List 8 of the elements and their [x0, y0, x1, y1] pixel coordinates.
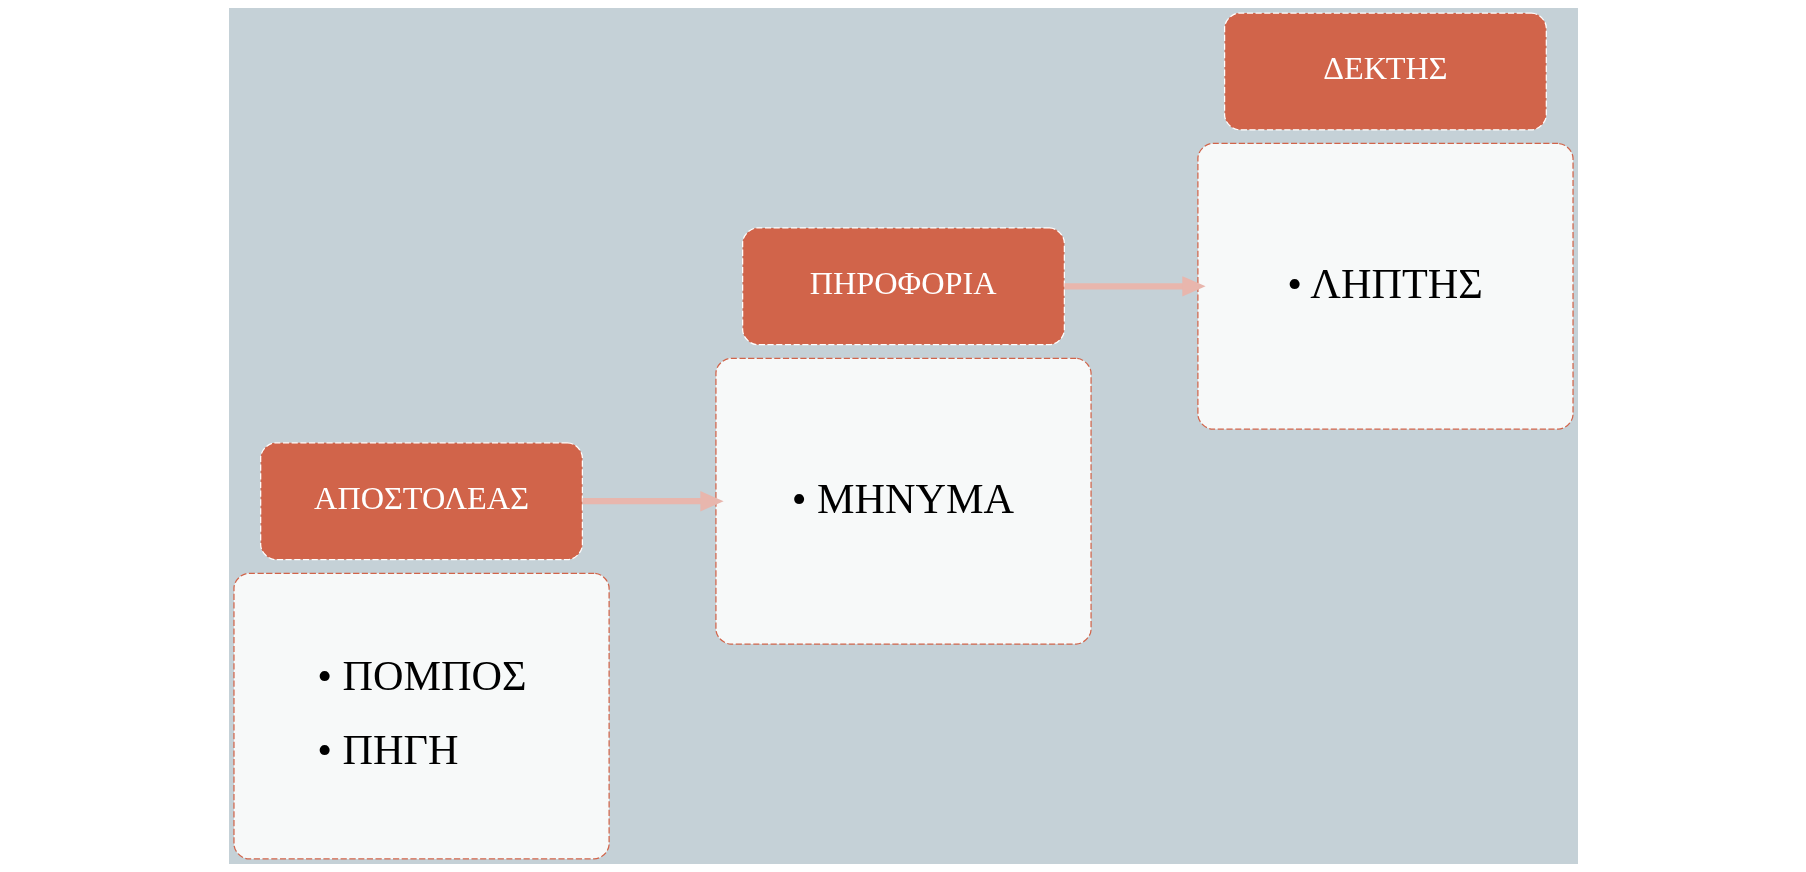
node-box: • ΜΗΝΥΜΑ	[714, 357, 1092, 645]
node-box: ΔΕΚΤΗΣ	[1223, 12, 1547, 131]
arrow	[581, 491, 724, 512]
node-box: ΠΗΡΟΦΟΡΙΑ	[741, 227, 1065, 346]
node-box: • ΛΗΠΤΗΣ	[1196, 142, 1574, 430]
node-box: • ΠΟΜΠΟΣ • ΠΗΓΗ	[232, 572, 610, 860]
arrow	[1063, 276, 1206, 297]
node-box: ΑΠΟΣΤΟΛΕΑΣ	[259, 442, 583, 561]
